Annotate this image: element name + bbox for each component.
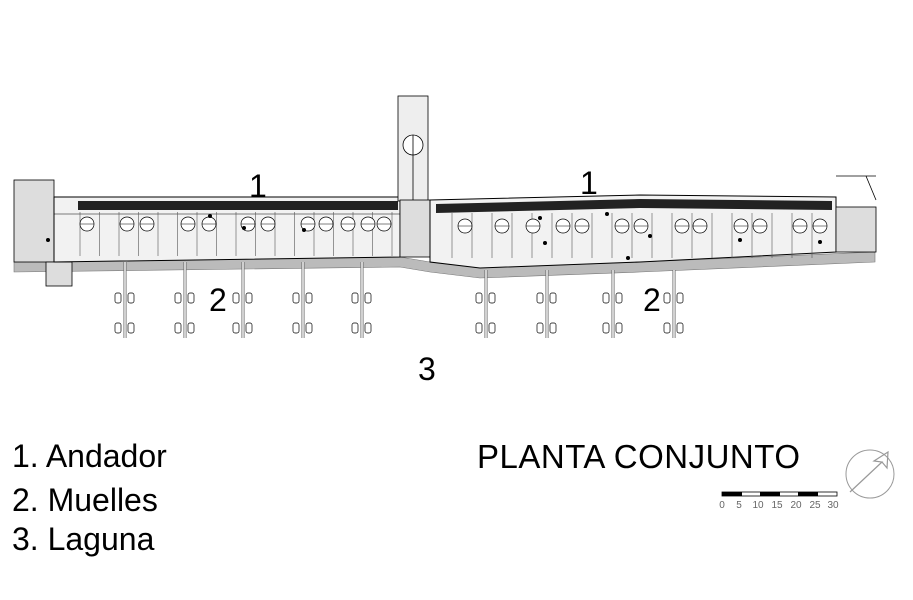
scale-label: 5 [736, 500, 742, 511]
boat-icon [127, 322, 135, 334]
left-stair [45, 261, 73, 287]
callout-lagoon-3: 3 [418, 351, 436, 387]
dot-marker [818, 240, 822, 244]
boat-icon [232, 292, 240, 304]
scale-label: 15 [771, 500, 783, 511]
boat-icon [488, 322, 496, 334]
boat-icon [676, 292, 684, 304]
scale-label: 25 [809, 500, 821, 511]
boat-icon [292, 292, 300, 304]
boat-icon [114, 322, 122, 334]
callout-docks-2b: 2 [643, 282, 661, 318]
dot-marker [46, 238, 50, 242]
boat-icon [602, 322, 610, 334]
boat-icon [615, 292, 623, 304]
boat-icon [174, 292, 182, 304]
dot-marker [605, 212, 609, 216]
boat-icon [351, 322, 359, 334]
dot-marker [242, 226, 246, 230]
boat-icon [475, 292, 483, 304]
boat-icon [536, 322, 544, 334]
legend-item-andador: 1. Andador [12, 438, 167, 474]
drawing-title: PLANTA CONJUNTO [477, 438, 801, 475]
boat-icon [663, 292, 671, 304]
scale-bar [721, 491, 838, 497]
scale-label: 30 [827, 500, 839, 511]
boat-icon [127, 292, 135, 304]
right-end-block [835, 206, 877, 253]
boat-icon [305, 292, 313, 304]
central-block [399, 199, 431, 258]
boat-icon [615, 322, 623, 334]
dot-marker [543, 241, 547, 245]
scale-label: 20 [790, 500, 802, 511]
boat-icon [245, 292, 253, 304]
boat-icon [187, 292, 195, 304]
dot-marker [538, 216, 542, 220]
boat-icon [305, 322, 313, 334]
boat-icon [245, 322, 253, 334]
callout-walkway-1a: 1 [249, 168, 267, 204]
dot-marker [648, 234, 652, 238]
walkway-east-outline [429, 194, 837, 269]
right-road-line [865, 175, 877, 201]
boat-icon [114, 292, 122, 304]
dot-marker [208, 214, 212, 218]
boat-icon [549, 292, 557, 304]
walkway-west-roof [78, 201, 398, 210]
boat-icon [549, 322, 557, 334]
boat-icon [536, 292, 544, 304]
boat-icon [475, 322, 483, 334]
boat-icon [232, 322, 240, 334]
dot-marker [626, 256, 630, 260]
boat-icon [364, 322, 372, 334]
legend-item-laguna: 3. Laguna [12, 521, 155, 557]
dot-marker [738, 238, 742, 242]
boat-icon [488, 292, 496, 304]
callout-docks-2a: 2 [209, 282, 227, 318]
boat-icon [351, 292, 359, 304]
walkway-east-roof [436, 199, 832, 213]
north-arrow-icon [845, 449, 895, 499]
boat-icon [602, 292, 610, 304]
callout-walkway-1b: 1 [580, 165, 598, 201]
boat-icon [187, 322, 195, 334]
legend-item-muelles: 2. Muelles [12, 482, 158, 518]
scale-label: 10 [752, 500, 764, 511]
left-end-block [13, 179, 55, 263]
boat-icon [663, 322, 671, 334]
boat-icon [292, 322, 300, 334]
dot-marker [302, 228, 306, 232]
boat-icon [174, 322, 182, 334]
scale-label: 0 [719, 500, 725, 511]
boat-icon [676, 322, 684, 334]
boat-icon [364, 292, 372, 304]
